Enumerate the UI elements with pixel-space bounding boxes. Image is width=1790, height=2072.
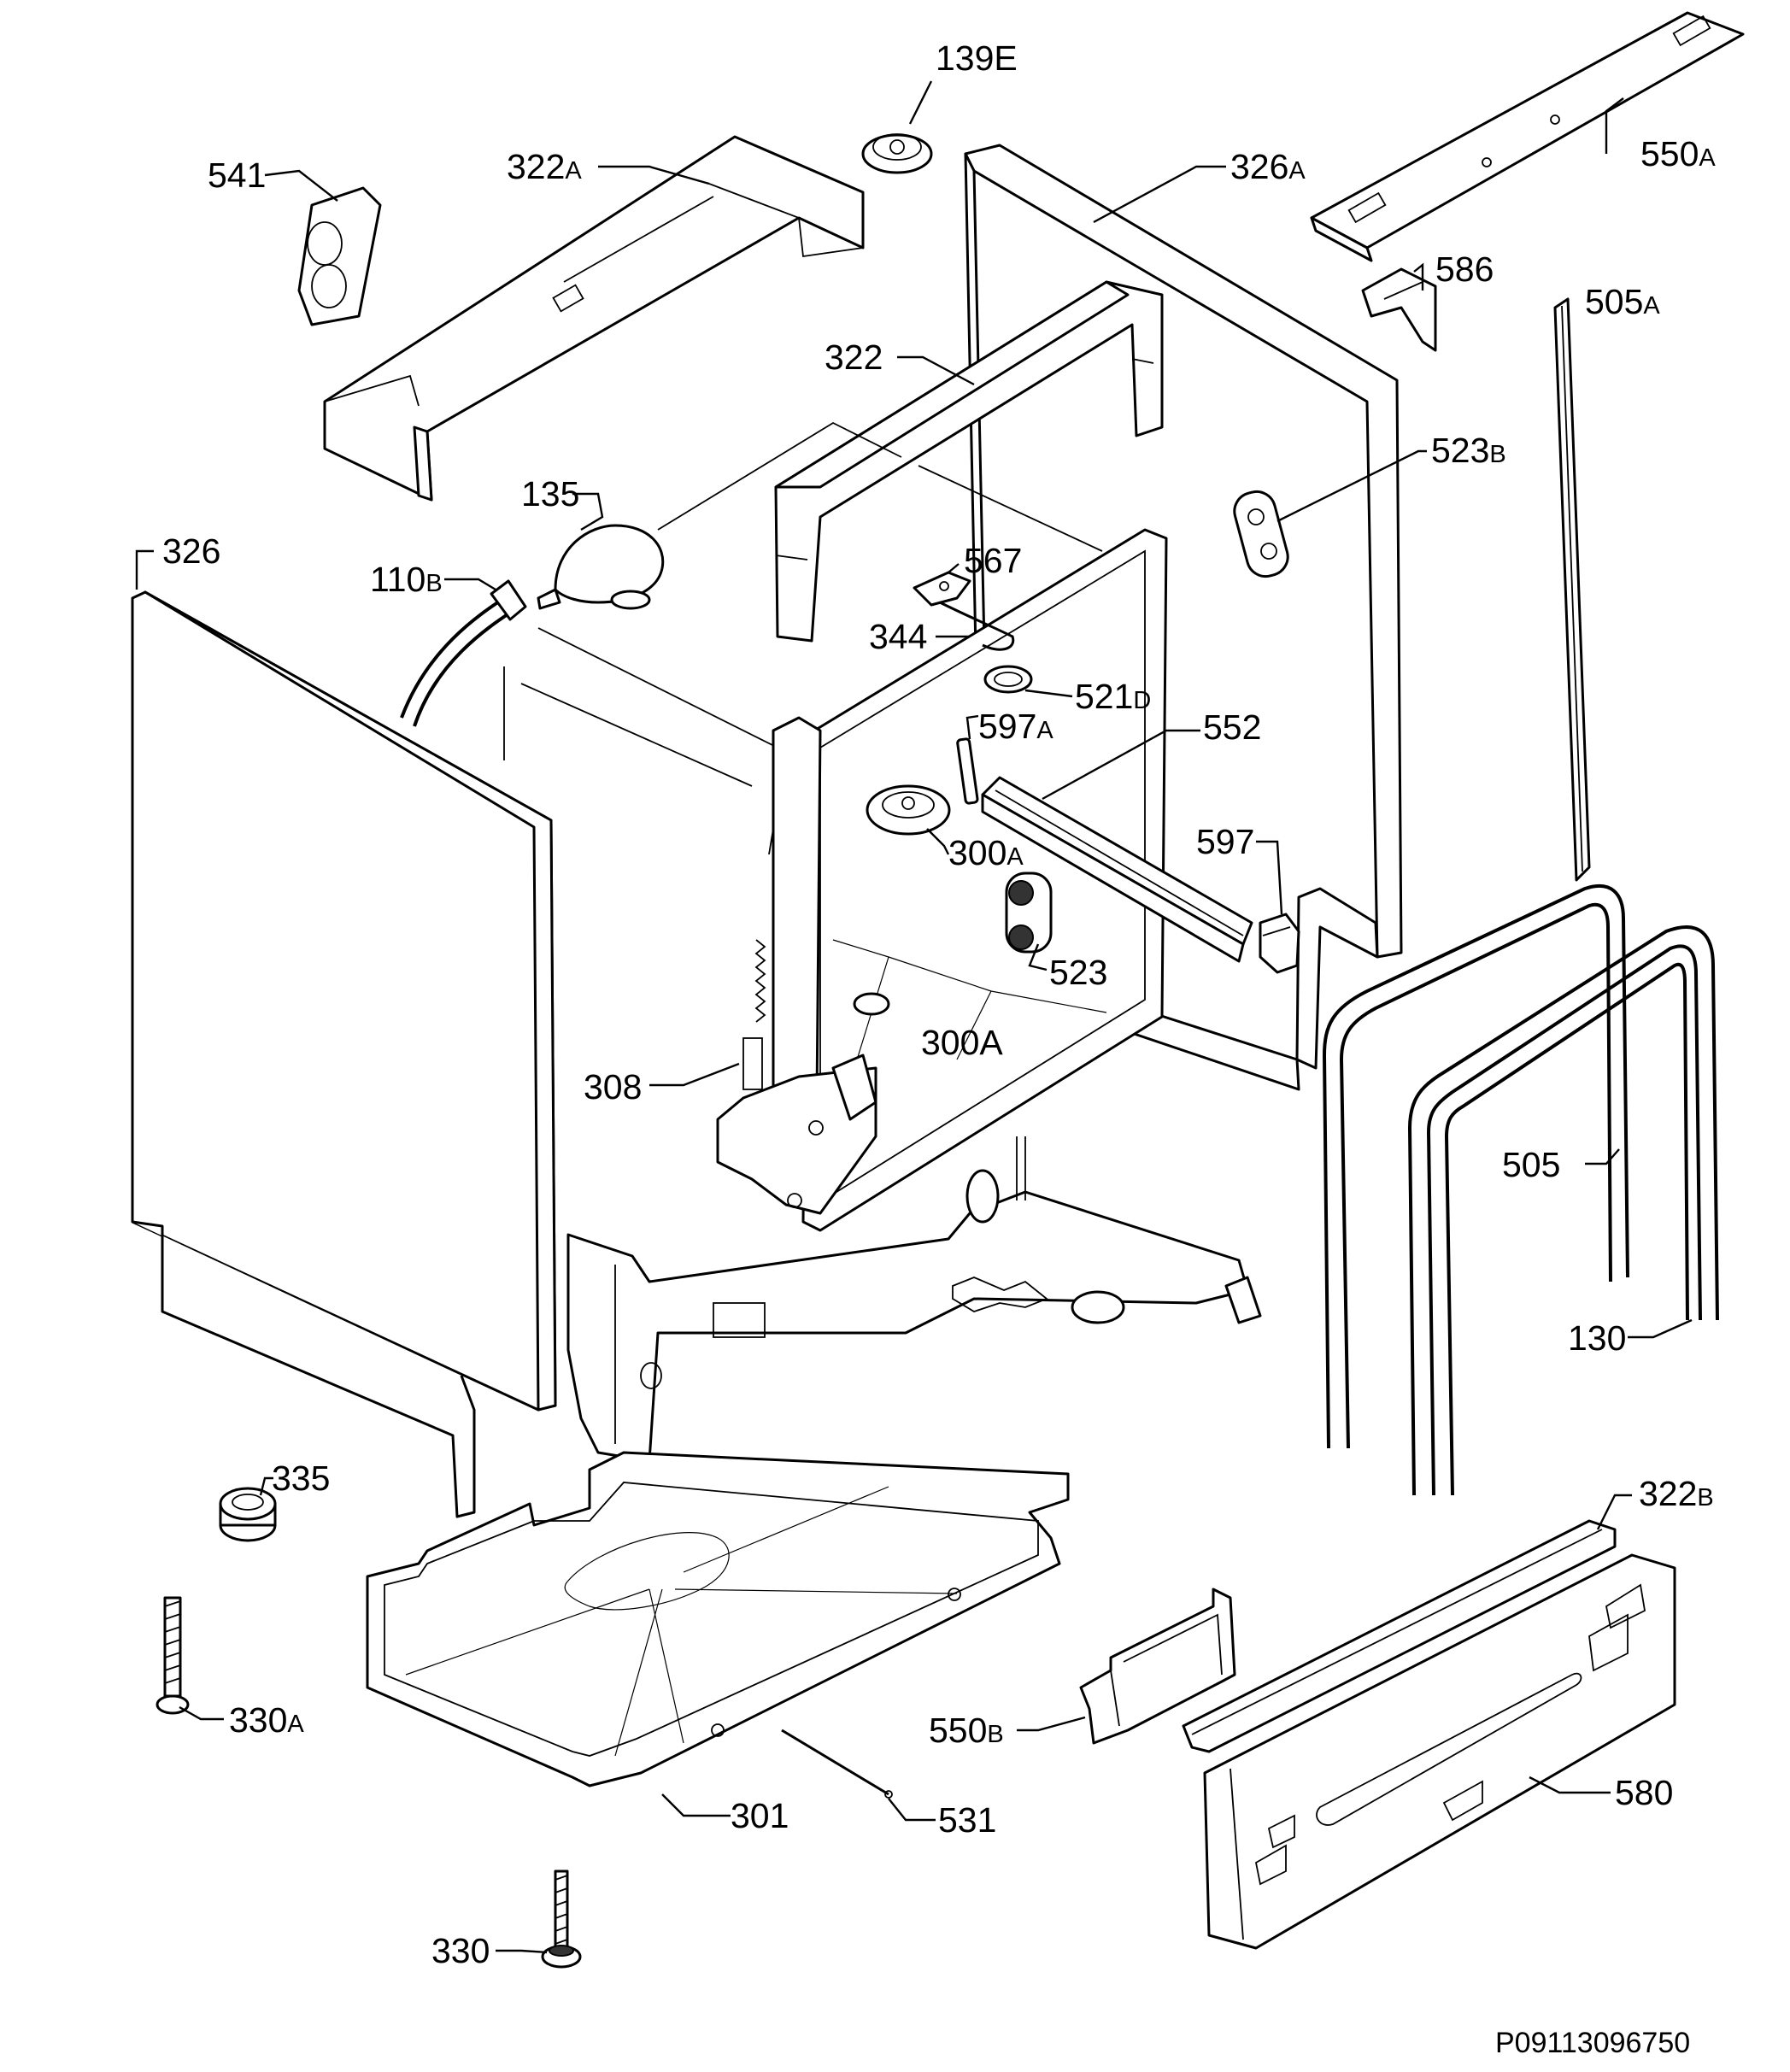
part-308-hinge (716, 939, 877, 1215)
callout-541: 541 (208, 156, 267, 195)
callout-552: 552 (1203, 707, 1262, 747)
callout-344: 344 (869, 617, 928, 656)
callout-110B: 110B (370, 560, 443, 599)
callout-301: 301 (731, 1796, 789, 1835)
part-322A-top-cover (323, 135, 865, 502)
part-505-seal (1322, 883, 1629, 1449)
callout-322A: 322A (507, 147, 582, 186)
part-322B-strip (1182, 1519, 1617, 1753)
part-580-kickplate (1203, 1553, 1676, 1950)
part-523B-grommet (1233, 490, 1289, 578)
part-550B-bracket (1079, 1588, 1236, 1745)
callout-300A-top: 300A (948, 833, 1024, 872)
callout-130: 130 (1568, 1318, 1627, 1358)
part-597A-pin (956, 737, 979, 805)
callout-580: 580 (1615, 1773, 1674, 1812)
callout-550A: 550A (1640, 134, 1716, 173)
part-335-foot (219, 1487, 277, 1542)
part-135-salt-container (537, 524, 665, 610)
callout-597A: 597A (978, 707, 1053, 746)
callout-586: 586 (1435, 249, 1494, 289)
part-110B-hose (400, 579, 527, 760)
callout-523: 523 (1049, 953, 1108, 992)
callout-326A: 326A (1230, 147, 1306, 186)
callout-550B: 550B (929, 1711, 1004, 1750)
callout-326: 326 (162, 531, 221, 571)
callout-308: 308 (584, 1067, 643, 1106)
callout-322B: 322B (1639, 1474, 1714, 1513)
part-326-side-panel (131, 590, 557, 1518)
callout-300A-bottom: 300A (921, 1023, 1003, 1062)
part-541-clip (297, 186, 382, 326)
part-523-grommets (1005, 872, 1053, 954)
part-139E-nut (861, 133, 933, 174)
callout-322: 322 (825, 338, 883, 377)
callout-505A: 505A (1585, 282, 1660, 321)
part-552-rail (981, 776, 1253, 963)
callout-597: 597 (1196, 822, 1255, 861)
part-130-seal (1407, 925, 1719, 1496)
part-521D-ring (983, 665, 1033, 694)
callout-505: 505 (1502, 1145, 1561, 1184)
callout-531: 531 (938, 1800, 997, 1840)
part-330-screw (541, 1869, 582, 1969)
part-505A-strip (1553, 297, 1591, 882)
callout-335: 335 (272, 1459, 331, 1498)
part-597-cap (1259, 913, 1300, 974)
part-586-bracket (1361, 267, 1437, 352)
base-assembly (566, 1136, 1262, 1463)
callout-567: 567 (964, 541, 1023, 580)
door-frame (772, 528, 1168, 1232)
part-567-clip (913, 571, 1015, 651)
leader-lines (135, 80, 1693, 1954)
part-300A-spray-arm (866, 784, 951, 836)
callout-330: 330 (431, 1931, 490, 1970)
document-code: P09113096750 (1495, 2027, 1691, 2059)
part-330A-screw (156, 1596, 190, 1715)
part-301-base-pan (366, 1451, 1070, 1787)
callout-330A: 330A (229, 1700, 304, 1740)
callout-521D: 521D (1075, 677, 1152, 716)
callout-135: 135 (521, 474, 580, 514)
part-531-rod (781, 1729, 893, 1799)
callout-139E: 139E (936, 38, 1018, 78)
part-322-top-frame (774, 280, 1164, 643)
part-300A-sump-nozzle (853, 992, 890, 1016)
part-550A-rail (1310, 11, 1745, 262)
callout-523B: 523B (1431, 431, 1506, 470)
